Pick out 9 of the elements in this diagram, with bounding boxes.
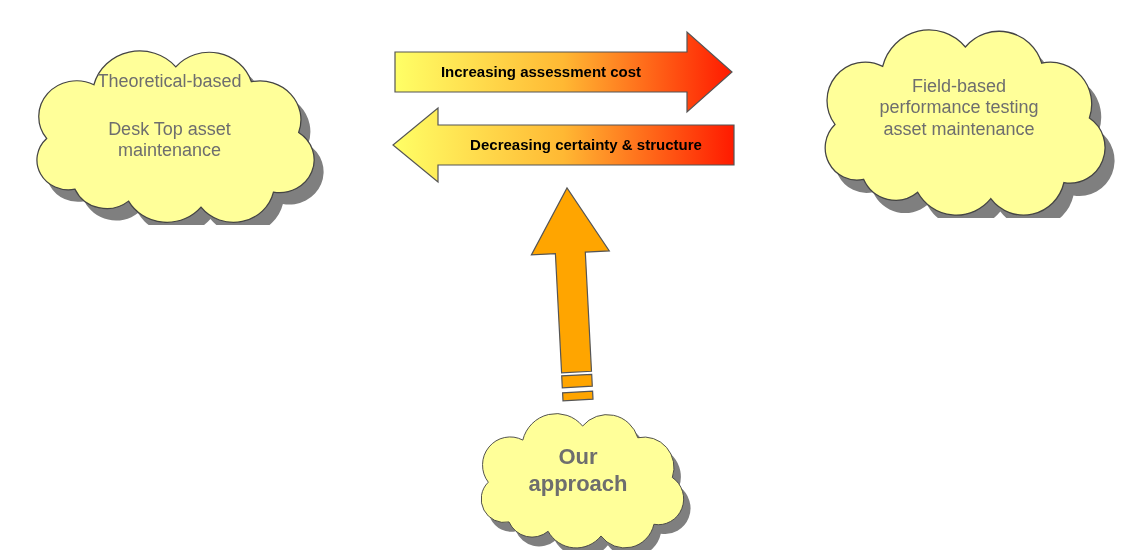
cloud-text: Theoretical-based — [97, 71, 242, 93]
block-arrow — [530, 186, 611, 402]
block-arrow — [394, 30, 733, 114]
edge-label: Decreasing certainty & structure — [470, 134, 702, 155]
edge-label: Increasing assessment cost — [440, 61, 642, 82]
block-arrow — [392, 106, 735, 184]
cloud-text: Field-based performance testing asset maintenance — [878, 75, 1040, 141]
cloud-text: Desk Top asset maintenance — [107, 118, 232, 162]
cloud-text: Our approach — [527, 444, 629, 497]
